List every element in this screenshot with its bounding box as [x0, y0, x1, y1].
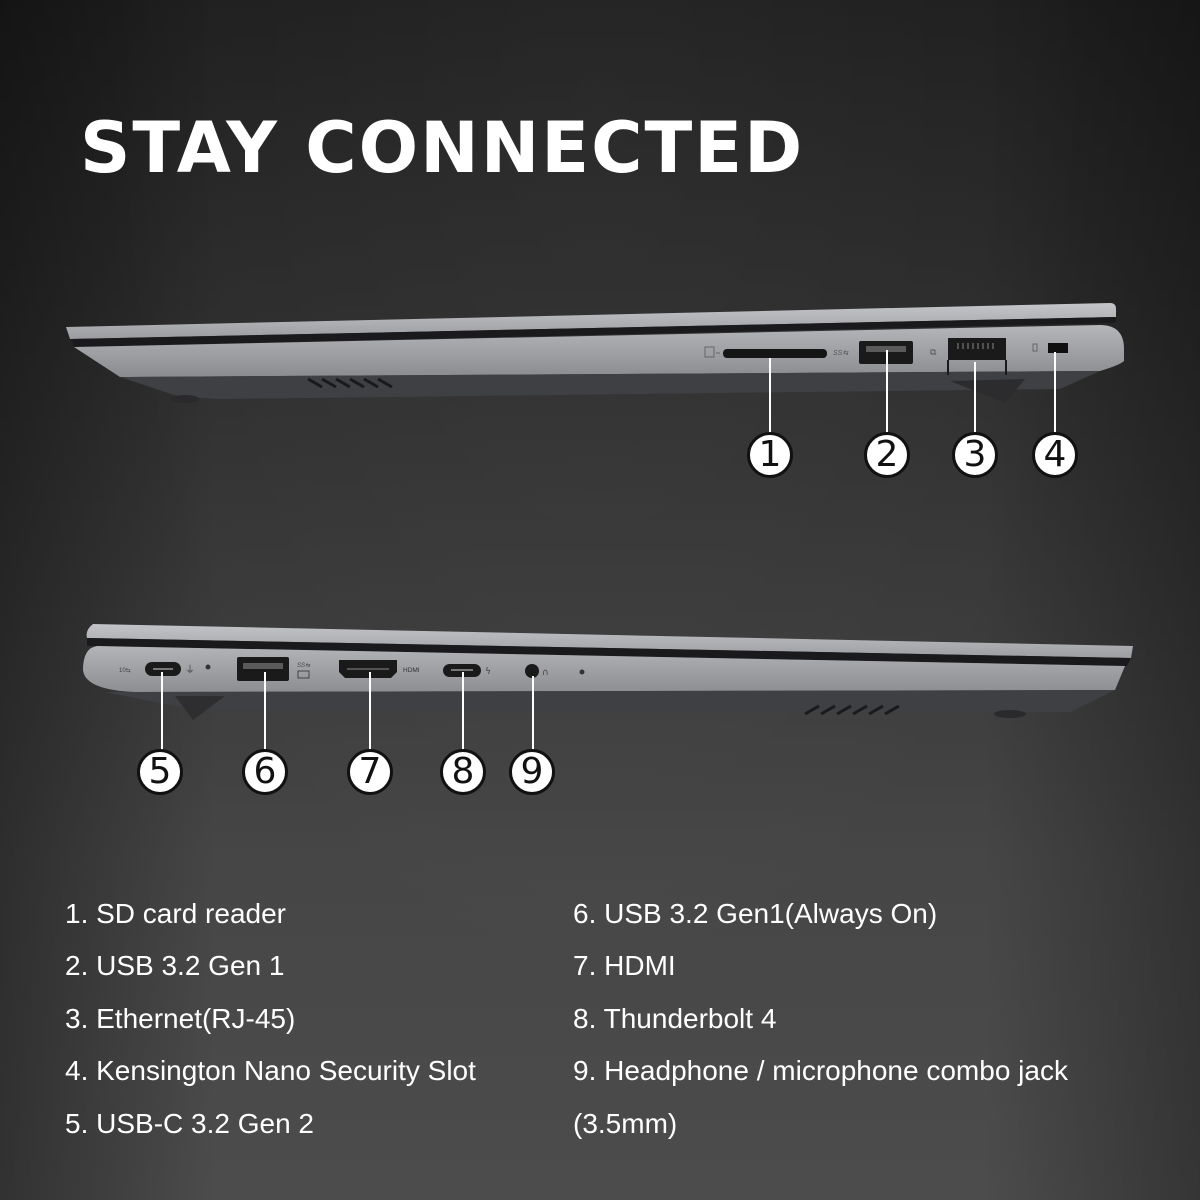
spec-item-5: 5. USB-C 3.2 Gen 2: [65, 1107, 315, 1139]
callout-4: 4: [1032, 432, 1078, 478]
spec-item-6: 6. USB 3.2 Gen1(Always On): [573, 898, 938, 929]
leader-line-6: [264, 672, 266, 750]
callout-3: 3: [952, 432, 998, 478]
leader-line-5: [161, 672, 163, 750]
callout-5: 5: [137, 749, 183, 795]
svg-text:⏚: ⏚: [185, 664, 195, 676]
callout-9: 9: [509, 749, 555, 795]
callout-6: 6: [242, 749, 288, 795]
spec-item-2: 2. USB 3.2 Gen 1: [65, 950, 285, 982]
callout-1: 1: [747, 432, 793, 478]
spec-item-7: 7. HDMI: [573, 950, 676, 982]
leader-line-7: [369, 672, 371, 750]
laptop-left-side-view: 10⇆ ⏚ SS⇆ HDMI ϟ ∩: [75, 620, 1145, 730]
leader-line-1: [769, 358, 771, 434]
laptop-right-side-view: SS⇆ ⧉: [60, 295, 1130, 415]
svg-text:10⇆: 10⇆: [119, 667, 131, 674]
leader-line-3: [974, 362, 976, 434]
page-title: STAY CONNECTED: [80, 107, 805, 189]
callout-7: 7: [347, 749, 393, 795]
leader-line-9: [532, 676, 534, 750]
laptop-right-side-illustration: SS⇆ ⧉: [66, 303, 1124, 403]
callout-2: 2: [864, 432, 910, 478]
spec-item-4: 4. Kensington Nano Security Slot: [65, 1055, 476, 1087]
svg-text:ϟ: ϟ: [485, 667, 491, 677]
spec-item-9-continued: (3.5mm): [573, 1107, 678, 1139]
svg-text:⧉: ⧉: [930, 348, 937, 358]
spec-item-8: 8. Thunderbolt 4: [573, 1002, 777, 1034]
svg-text:SS⇆: SS⇆: [833, 350, 849, 357]
leader-line-8: [462, 672, 464, 750]
leader-line-4: [1054, 352, 1056, 434]
callout-8: 8: [440, 749, 486, 795]
svg-text:HDMI: HDMI: [403, 667, 420, 674]
laptop-left-side-illustration: 10⇆ ⏚ SS⇆ HDMI ϟ ∩: [83, 624, 1134, 720]
spec-list-left: 1. SD card reader 2. USB 3.2 Gen 1 3. Et…: [65, 888, 476, 1150]
spec-item-9: 9. Headphone / microphone combo jack: [573, 1055, 1068, 1087]
svg-text:SS⇆: SS⇆: [297, 662, 311, 669]
spec-item-1: 1. SD card reader: [65, 898, 286, 929]
leader-line-2: [886, 350, 888, 434]
spec-list-right: 6. USB 3.2 Gen1(Always On) 7. HDMI 8. Th…: [573, 888, 1068, 1150]
spec-item-3: 3. Ethernet(RJ-45): [65, 1002, 296, 1034]
svg-text:∩: ∩: [542, 668, 549, 678]
